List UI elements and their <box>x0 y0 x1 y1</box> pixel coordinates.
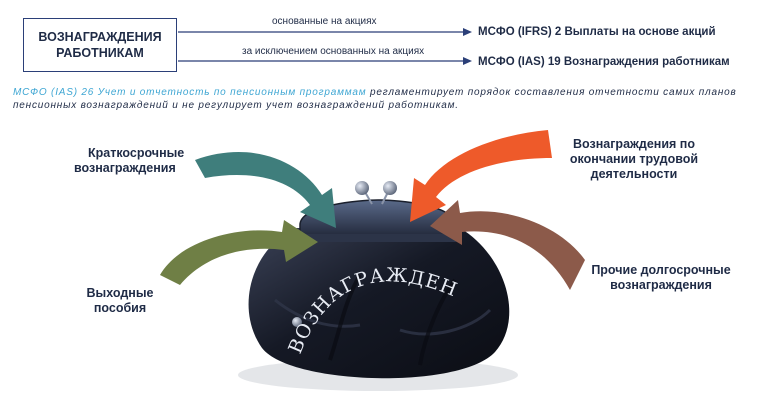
ias26-note-text: регламентирует порядок составления отчет… <box>13 87 737 111</box>
ias26-note: МСФО (IAS) 26 Учет и отчетность по пенси… <box>13 86 758 112</box>
arrow-top-label: основанные на акциях <box>272 16 377 27</box>
ifrs2-target: МСФО (IFRS) 2 Выплаты на основе акций <box>478 26 716 38</box>
arrow-termination <box>160 220 318 285</box>
box-title-line-2: РАБОТНИКАМ <box>56 46 144 60</box>
category-other-long-term: Прочие долгосрочные вознаграждения <box>586 263 736 293</box>
category-other-long-term-line-2: вознаграждения <box>610 278 712 292</box>
category-termination-line-1: Выходные <box>86 286 154 300</box>
category-short-term-line-2: вознаграждения <box>74 161 176 175</box>
box-title-line-1: ВОЗНАГРАЖДЕНИЯ <box>38 30 162 44</box>
arrow-short-term <box>195 152 336 228</box>
ias26-note-highlight: МСФО (IAS) 26 Учет и отчетность по пенси… <box>13 87 367 98</box>
category-post-employment-line-3: деятельности <box>590 167 678 181</box>
arrow-other-long-term <box>430 200 585 290</box>
category-other-long-term-line-1: Прочие долгосрочные <box>591 263 731 277</box>
category-termination-line-2: пособия <box>93 301 147 315</box>
employee-benefits-box: ВОЗНАГРАЖДЕНИЯ РАБОТНИКАМ <box>23 18 177 72</box>
ias19-target: МСФО (IAS) 19 Вознаграждения работникам <box>478 56 730 68</box>
arrow-post-employment <box>410 130 552 222</box>
category-termination: Выходные пособия <box>80 286 160 316</box>
category-post-employment-line-2: окончании трудовой <box>569 152 699 166</box>
arrow-bottom-label: за исключением основанных на акциях <box>242 46 425 57</box>
connector-arrow-top <box>178 28 472 36</box>
connector-arrow-bottom <box>178 57 472 65</box>
category-short-term-line-1: Краткосрочные <box>88 146 185 160</box>
category-short-term: Краткосрочные вознаграждения <box>74 146 185 176</box>
category-post-employment-line-1: Вознаграждения по <box>573 137 695 151</box>
category-post-employment: Вознаграждения по окончании трудовой дея… <box>554 137 714 182</box>
